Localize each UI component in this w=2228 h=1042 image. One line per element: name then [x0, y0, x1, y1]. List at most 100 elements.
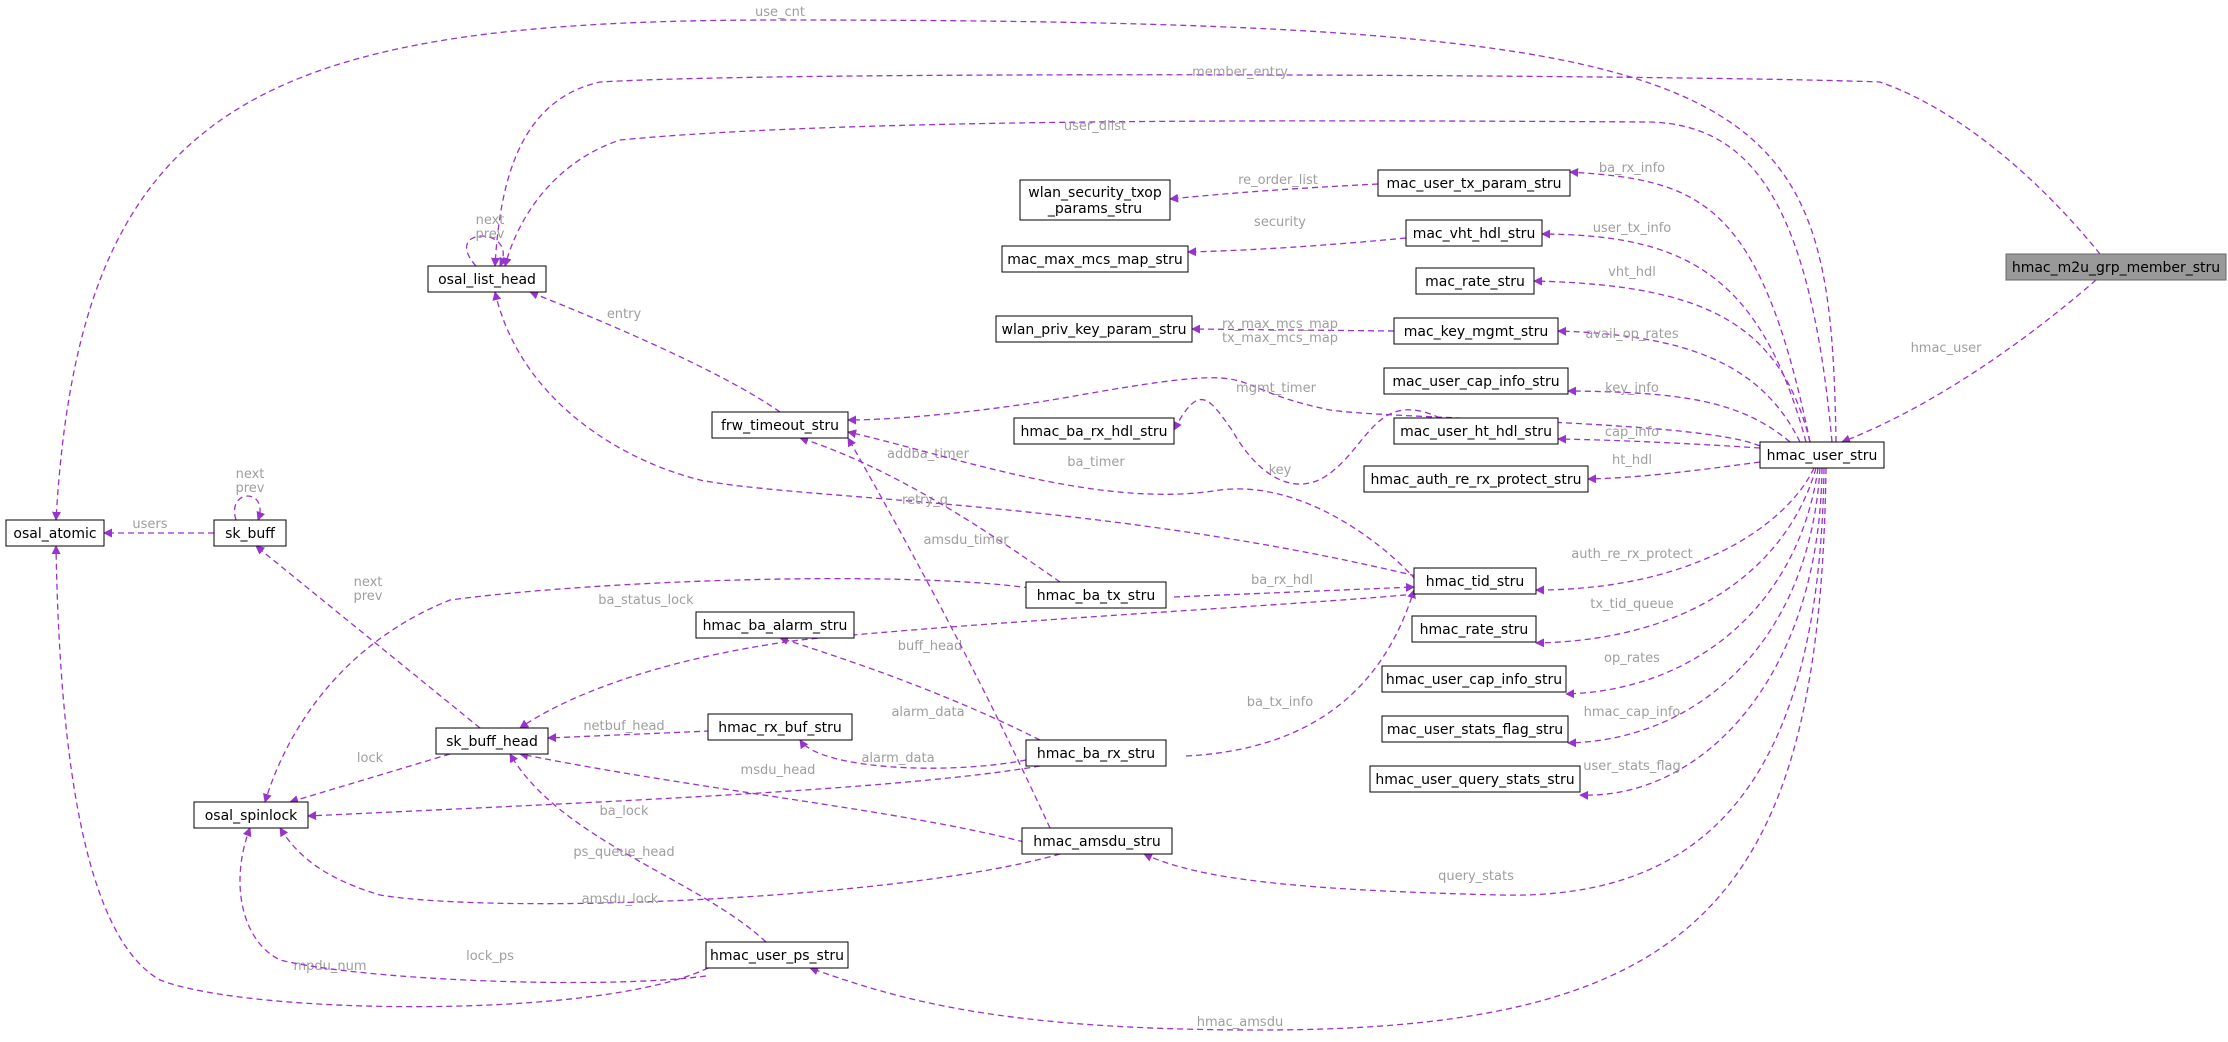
- node-hrate[interactable]: hmac_rate_stru: [1411, 615, 1537, 643]
- edge-label: next: [354, 575, 383, 590]
- node-box[interactable]: [1405, 219, 1543, 247]
- node-label: hmac_ba_alarm_stru: [703, 618, 848, 634]
- node-query[interactable]: hmac_user_query_stats_stru: [1369, 765, 1581, 793]
- node-frw[interactable]: frw_timeout_stru: [711, 411, 849, 439]
- node-box[interactable]: [1393, 317, 1559, 345]
- node-ps[interactable]: hmac_user_ps_stru: [705, 941, 849, 969]
- node-box[interactable]: [1025, 581, 1167, 609]
- node-box[interactable]: [707, 713, 853, 741]
- edge-label: op_rates: [1604, 651, 1660, 666]
- node-capinfo[interactable]: mac_user_cap_info_stru: [1383, 367, 1569, 395]
- node-box[interactable]: [1025, 739, 1167, 767]
- node-box[interactable]: [1759, 441, 1885, 469]
- edge-label: member_entry: [1192, 65, 1288, 80]
- node-label: hmac_rx_buf_stru: [718, 720, 842, 736]
- edge-label: avail_op_rates: [1585, 327, 1678, 342]
- node-label: hmac_user_ps_stru: [710, 948, 844, 964]
- node-box[interactable]: [435, 727, 549, 755]
- node-listhead[interactable]: osal_list_head: [427, 265, 547, 293]
- node-box[interactable]: [1381, 715, 1569, 743]
- node-barx[interactable]: hmac_ba_rx_stru: [1025, 739, 1167, 767]
- edge-line: [490, 74, 2101, 267]
- node-privkey[interactable]: wlan_priv_key_param_stru: [995, 315, 1193, 343]
- node-rxbuf[interactable]: hmac_rx_buf_stru: [707, 713, 853, 741]
- node-label: mac_user_tx_param_stru: [1386, 176, 1561, 192]
- edge-frw-amsdu: amsdu_timer: [847, 437, 1051, 829]
- node-wsec[interactable]: wlan_security_txop_params_stru: [1019, 179, 1171, 221]
- node-box[interactable]: [1369, 765, 1581, 793]
- node-box[interactable]: [711, 411, 849, 439]
- node-box[interactable]: [1019, 179, 1171, 221]
- edge-line: [799, 739, 1027, 769]
- edge-line: [547, 730, 711, 743]
- edge-line: [279, 827, 1061, 905]
- node-root[interactable]: hmac_m2u_grp_member_stru: [2005, 253, 2227, 281]
- node-box[interactable]: [1411, 615, 1537, 643]
- node-label: mac_user_cap_info_stru: [1392, 374, 1559, 390]
- edge-line: [51, 19, 1837, 521]
- node-amsdu[interactable]: hmac_amsdu_stru: [1021, 827, 1173, 855]
- node-barxhdl[interactable]: hmac_ba_rx_hdl_stru: [1013, 417, 1175, 445]
- node-box[interactable]: [5, 519, 105, 547]
- node-box[interactable]: [1381, 665, 1567, 693]
- node-vht[interactable]: mac_vht_hdl_stru: [1405, 219, 1543, 247]
- node-box[interactable]: [213, 519, 287, 547]
- edge-line: [1187, 237, 1407, 257]
- edge-rate-user: avail_op_rates: [1557, 326, 1801, 443]
- node-tid[interactable]: hmac_tid_stru: [1413, 567, 1537, 595]
- node-box[interactable]: [1021, 827, 1173, 855]
- node-box[interactable]: [1413, 567, 1537, 595]
- node-user[interactable]: hmac_user_stru: [1759, 441, 1885, 469]
- node-txparam[interactable]: mac_user_tx_param_stru: [1377, 169, 1571, 197]
- node-box[interactable]: [705, 941, 849, 969]
- node-box[interactable]: [2005, 253, 2227, 281]
- edge-line: [1143, 467, 1825, 896]
- edge-line: [233, 495, 266, 521]
- edge-label: ba_timer: [1067, 455, 1125, 470]
- node-rate[interactable]: mac_rate_stru: [1415, 267, 1535, 295]
- node-stats[interactable]: mac_user_stats_flag_stru: [1381, 715, 1569, 743]
- edge-frw-batx: addba_timer: [799, 436, 1061, 583]
- node-box[interactable]: [1383, 367, 1569, 395]
- node-label: hmac_tid_stru: [1426, 574, 1524, 590]
- node-atomic[interactable]: osal_atomic: [5, 519, 105, 547]
- edge-line: [1567, 386, 1791, 443]
- edge-skbuffhead-rxbuf: netbuf_head: [547, 719, 711, 743]
- edge-hcap-user: hmac_cap_info: [1567, 467, 1821, 748]
- edge-label: re_order_list: [1238, 173, 1318, 188]
- node-box[interactable]: [995, 315, 1193, 343]
- node-skbuff[interactable]: sk_buff: [213, 519, 287, 547]
- node-box[interactable]: [695, 611, 855, 639]
- edge-label: lock_ps: [466, 949, 514, 964]
- node-box[interactable]: [1377, 169, 1571, 197]
- edge-line: [519, 751, 1025, 843]
- node-skbuffhead[interactable]: sk_buff_head: [435, 727, 549, 755]
- node-auth[interactable]: hmac_auth_re_rx_protect_stru: [1363, 465, 1589, 493]
- edge-label: cap_info: [1605, 425, 1659, 440]
- edge-label: rx_max_mcs_map: [1222, 317, 1338, 332]
- node-alarm[interactable]: hmac_ba_alarm_stru: [695, 611, 855, 639]
- node-box[interactable]: [427, 265, 547, 293]
- edge-label: prev: [235, 481, 264, 496]
- node-box[interactable]: [1001, 245, 1189, 273]
- node-spinlock[interactable]: osal_spinlock: [193, 801, 309, 829]
- node-box[interactable]: [1363, 465, 1589, 493]
- node-label: _params_stru: [1047, 201, 1142, 217]
- node-mcsmap[interactable]: mac_max_mcs_map_stru: [1001, 245, 1189, 273]
- node-hcap[interactable]: hmac_user_cap_info_stru: [1381, 665, 1567, 693]
- node-box[interactable]: [1393, 417, 1559, 445]
- edge-label: user_dlist: [1064, 119, 1126, 134]
- edge-line: [1541, 229, 1807, 443]
- node-batx[interactable]: hmac_ba_tx_stru: [1025, 581, 1167, 609]
- node-keymgmt[interactable]: mac_key_mgmt_stru: [1393, 317, 1559, 345]
- node-box[interactable]: [193, 801, 309, 829]
- node-label: osal_spinlock: [205, 808, 298, 824]
- node-label: hmac_auth_re_rx_protect_stru: [1371, 472, 1582, 488]
- node-box[interactable]: [1415, 267, 1535, 295]
- node-hthdl[interactable]: mac_user_ht_hdl_stru: [1393, 417, 1559, 445]
- edge-label: tx_max_mcs_map: [1222, 331, 1338, 346]
- node-box[interactable]: [1013, 417, 1175, 445]
